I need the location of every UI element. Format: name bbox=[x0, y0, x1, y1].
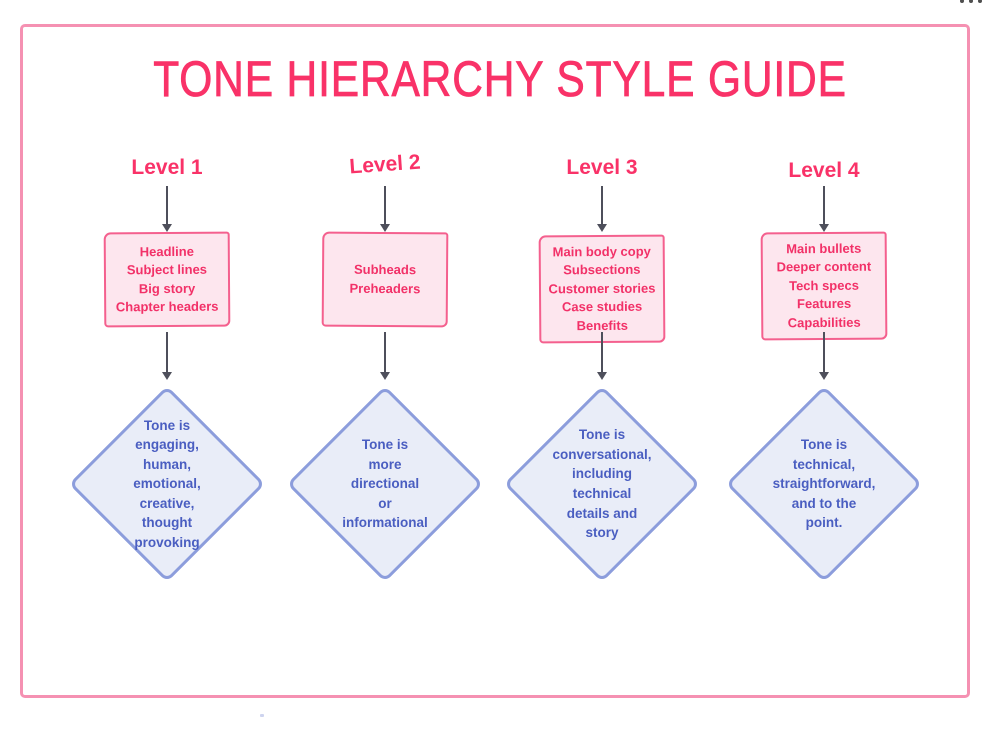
level-4-column: Level 4 Main bullets Deeper content Tech… bbox=[716, 0, 932, 729]
tone-text: Tone is more directional or informationa… bbox=[342, 437, 428, 531]
dot-icon bbox=[960, 0, 964, 3]
dot-icon bbox=[969, 0, 973, 3]
arrow-down-icon bbox=[596, 332, 608, 380]
arrow-shaft bbox=[166, 186, 168, 224]
content-types-text: Main bullets Deeper content Tech specs F… bbox=[776, 240, 872, 331]
more-options-icon[interactable] bbox=[960, 0, 982, 3]
content-types-box: Main bullets Deeper content Tech specs F… bbox=[760, 231, 888, 341]
dot-icon bbox=[978, 0, 982, 3]
tone-text: Tone is engaging, human, emotional, crea… bbox=[133, 417, 201, 550]
tone-diamond: Tone is technical, straightforward, and … bbox=[723, 383, 925, 585]
arrow-head bbox=[380, 224, 390, 232]
arrow-down-icon bbox=[596, 186, 608, 232]
content-types-text: Subheads Preheaders bbox=[349, 261, 421, 296]
arrow-down-icon bbox=[379, 186, 391, 232]
level-3-column: Level 3 Main body copy Subsections Custo… bbox=[494, 0, 710, 729]
arrow-down-icon bbox=[161, 186, 173, 232]
arrow-shaft bbox=[166, 332, 168, 372]
content-types-text: Headline Subject lines Big story Chapter… bbox=[115, 243, 219, 315]
level-1-column: Level 1 Headline Subject lines Big story… bbox=[59, 0, 275, 729]
arrow-down-icon bbox=[818, 332, 830, 380]
arrow-head bbox=[162, 372, 172, 380]
arrow-shaft bbox=[384, 332, 386, 372]
page-title: TONE HIERARCHY STYLE GUIDE bbox=[0, 51, 1000, 107]
tone-diamond: Tone is engaging, human, emotional, crea… bbox=[66, 383, 268, 585]
level-heading: Level 3 bbox=[566, 156, 638, 179]
arrow-shaft bbox=[601, 332, 603, 372]
tone-diamond: Tone is conversational, including techni… bbox=[501, 383, 703, 585]
arrow-head bbox=[380, 372, 390, 380]
arrow-down-icon bbox=[818, 186, 830, 232]
arrow-shaft bbox=[384, 186, 386, 224]
arrow-head bbox=[819, 372, 829, 380]
level-heading: Level 4 bbox=[788, 159, 860, 182]
page-frame bbox=[20, 24, 970, 698]
arrow-head bbox=[162, 224, 172, 232]
content-types-box: Main body copy Subsections Customer stor… bbox=[538, 234, 666, 344]
arrow-shaft bbox=[823, 332, 825, 372]
content-types-text: Main body copy Subsections Customer stor… bbox=[548, 243, 656, 333]
stray-mark bbox=[260, 714, 264, 717]
tone-text: Tone is conversational, including techni… bbox=[552, 427, 652, 541]
arrow-shaft bbox=[823, 186, 825, 224]
tone-diamond: Tone is more directional or informationa… bbox=[284, 383, 486, 585]
arrow-head bbox=[597, 224, 607, 232]
arrow-down-icon bbox=[379, 332, 391, 380]
arrow-head bbox=[819, 224, 829, 232]
arrow-head bbox=[597, 372, 607, 380]
page-title-text: TONE HIERARCHY STYLE GUIDE bbox=[153, 51, 847, 107]
tone-text: Tone is technical, straightforward, and … bbox=[772, 437, 876, 531]
arrow-down-icon bbox=[161, 332, 173, 380]
content-types-box: Subheads Preheaders bbox=[321, 231, 449, 328]
level-heading: Level 2 bbox=[348, 150, 422, 179]
level-heading: Level 1 bbox=[131, 156, 203, 179]
arrow-shaft bbox=[601, 186, 603, 224]
level-2-column: Level 2 Subheads Preheaders Tone is more… bbox=[277, 0, 493, 729]
content-types-box: Headline Subject lines Big story Chapter… bbox=[103, 231, 231, 328]
